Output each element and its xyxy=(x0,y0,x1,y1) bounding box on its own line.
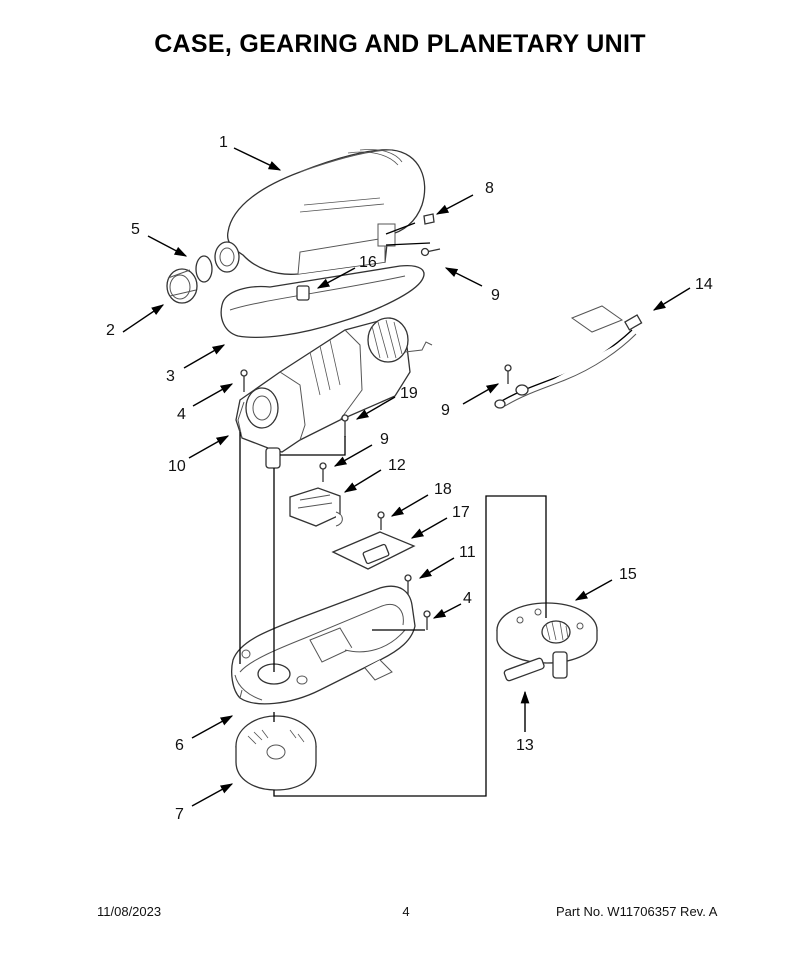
part-planetary-unit xyxy=(496,602,598,682)
callout-7: 7 xyxy=(175,806,184,823)
part-gear-plate xyxy=(235,715,317,791)
callout-12: 12 xyxy=(388,457,406,474)
part-motor-gearcase xyxy=(235,317,433,469)
callout-19: 19 xyxy=(400,385,418,402)
part-trim-band xyxy=(220,264,425,338)
part-control-board xyxy=(289,462,343,527)
callout-18: 18 xyxy=(434,481,452,498)
page-title: CASE, GEARING AND PLANETARY UNIT xyxy=(154,30,646,58)
footer-page-number: 4 xyxy=(402,904,410,919)
callout-8: 8 xyxy=(485,180,494,197)
assembly-lines xyxy=(239,222,547,797)
footer-date: 11/08/2023 xyxy=(97,904,162,919)
leader-arrows xyxy=(122,147,691,807)
callout-17: 17 xyxy=(452,504,470,521)
part-case-head xyxy=(226,149,426,275)
callout-9-mid: 9 xyxy=(380,431,389,448)
callout-5: 5 xyxy=(131,221,140,238)
callout-4-left: 4 xyxy=(177,406,186,423)
part-cover-plate xyxy=(331,511,416,570)
part-base-pan xyxy=(231,585,416,705)
callout-11: 11 xyxy=(459,544,476,561)
callout-labels: 1 8 5 16 14 9 2 3 19 4 9 9 10 12 18 17 1… xyxy=(106,134,713,823)
callout-3: 3 xyxy=(166,368,175,385)
callout-14: 14 xyxy=(695,276,713,293)
callout-9-right: 9 xyxy=(441,402,450,419)
callout-4-right: 4 xyxy=(463,590,472,607)
part-power-cord xyxy=(494,305,643,409)
callout-2: 2 xyxy=(106,322,115,339)
callout-9-top: 9 xyxy=(491,287,500,304)
part-hub-cover xyxy=(166,241,310,304)
callout-13: 13 xyxy=(516,737,534,754)
footer-part-number: Part No. W11706357 Rev. A xyxy=(556,904,718,919)
screws-head xyxy=(420,213,441,257)
callout-15: 15 xyxy=(619,566,637,583)
screws-motor xyxy=(240,369,349,437)
callout-16: 16 xyxy=(359,254,377,271)
callout-6: 6 xyxy=(175,737,184,754)
callout-10: 10 xyxy=(168,458,186,475)
callout-1: 1 xyxy=(219,134,228,151)
